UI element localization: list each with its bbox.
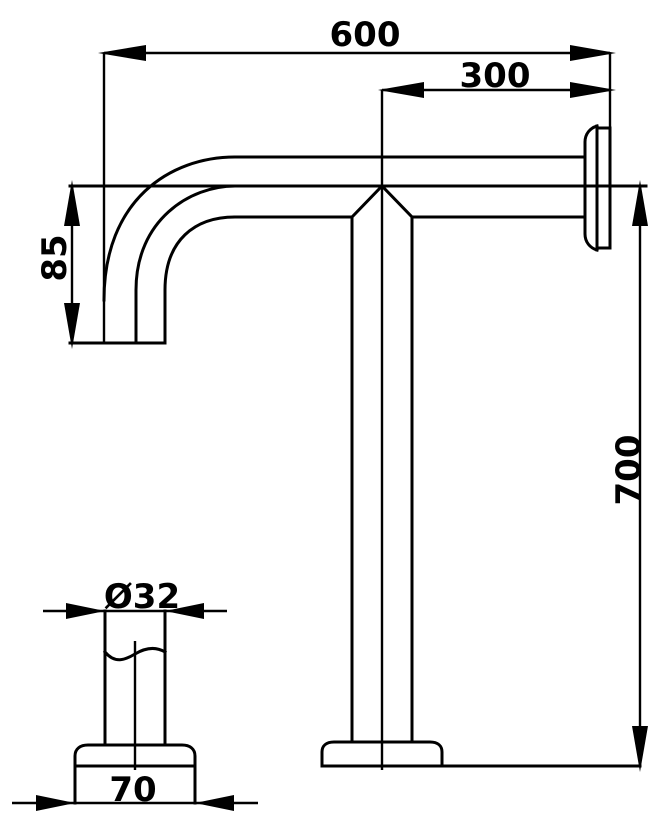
arrowhead-up-icon [632, 180, 648, 226]
arrowhead-right-icon [570, 45, 616, 61]
dimension-label-85: 85 [35, 234, 75, 281]
dimension-600: 600 [98, 15, 616, 61]
arrowhead-right-icon [36, 795, 75, 811]
dimension-label-70: 70 [109, 770, 156, 810]
arrowhead-right-icon [570, 82, 616, 98]
dimension-700: 700 [609, 180, 649, 772]
dimension-label-600: 600 [330, 15, 401, 55]
vertical-post [349, 183, 415, 744]
arrowhead-left-icon [165, 603, 204, 619]
extension-lines [102, 53, 612, 770]
arrowhead-down-icon [632, 726, 648, 772]
dimension-85: 85 [35, 180, 80, 349]
dimension-label-700: 700 [609, 435, 649, 506]
horizontal-rail [68, 155, 648, 219]
dimension-300: 300 [378, 56, 616, 98]
arrowhead-left-icon [195, 795, 234, 811]
arrowhead-down-icon [64, 303, 80, 349]
dimension-label-diameter: Ø32 [104, 577, 180, 617]
post-detail-view: Ø32 70 [12, 577, 258, 811]
arrowhead-right-icon [66, 603, 105, 619]
wall-flange [583, 124, 612, 252]
arrowhead-left-icon [378, 82, 424, 98]
floor-base-plate [320, 740, 642, 768]
arrowhead-up-icon [64, 180, 80, 226]
dimension-label-300: 300 [460, 56, 531, 96]
arrowhead-left-icon [98, 45, 146, 61]
rail-bend [68, 155, 237, 345]
break-line [102, 646, 168, 662]
